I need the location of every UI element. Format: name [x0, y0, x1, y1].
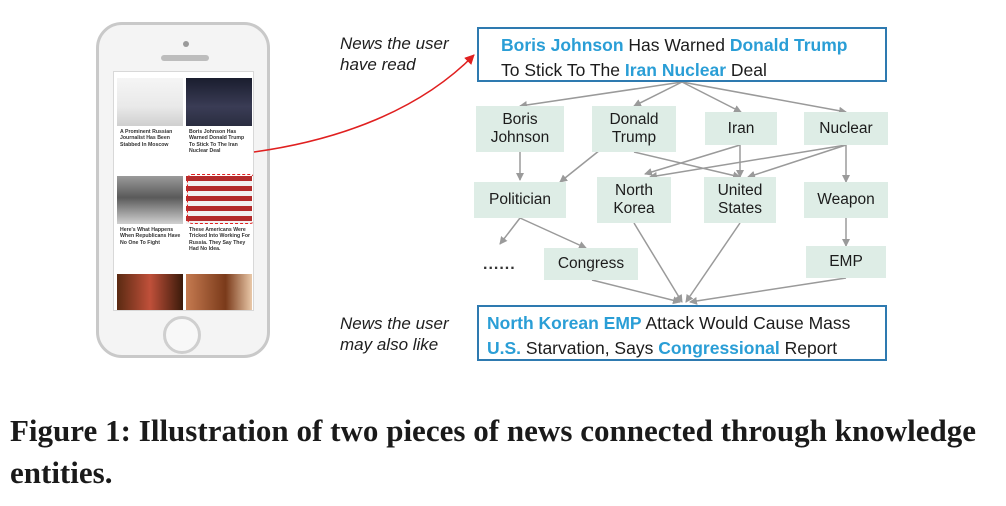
home-button[interactable]	[163, 316, 201, 354]
headline-text: To Stick To The	[501, 60, 625, 80]
edge-emp-result	[689, 277, 847, 305]
news-tile[interactable]: Here's What Happens When Republicans Hav…	[117, 176, 183, 246]
headline-text: Has Warned	[623, 35, 730, 55]
edge-politician-congress	[519, 217, 587, 249]
node-united-states: United States	[704, 177, 776, 223]
phone-screen: A Prominent Russian Journalist Has Been …	[113, 71, 254, 311]
news-tile[interactable]	[186, 274, 252, 310]
edge-nkorea-result	[633, 222, 683, 303]
entity-mention: Congressional	[658, 338, 780, 358]
camera-icon	[183, 41, 189, 47]
node-emp: EMP	[806, 246, 886, 278]
news-tile-caption: Here's What Happens When Republicans Hav…	[120, 227, 181, 246]
edge-iran-nkorea	[644, 144, 741, 176]
entity-mention: U.S.	[487, 338, 522, 358]
news-thumbnail	[186, 78, 252, 126]
news-like-box: North Korean EMP Attack Would Cause Mass…	[477, 305, 887, 361]
edge-trump-politician	[559, 149, 601, 183]
news-thumbnail	[186, 176, 252, 224]
edge-nuclear-nkorea	[649, 144, 847, 180]
edge-trump-us	[633, 151, 741, 180]
node-congress: Congress	[544, 248, 638, 280]
node-boris-johnson: Boris Johnson	[476, 106, 564, 152]
edge-congress-result	[591, 279, 681, 305]
headline-text: Attack Would Cause Mass	[641, 313, 851, 333]
news-tile[interactable]: A Prominent Russian Journalist Has Been …	[117, 78, 183, 148]
entity-mention: Iran Nuclear	[624, 60, 727, 80]
entity-mention: Donald Trump	[729, 35, 848, 55]
edge-nuclear-us	[747, 144, 847, 179]
figure-caption: Figure 1: Illustration of two pieces of …	[10, 413, 976, 490]
edge-headline-nuclear	[681, 81, 847, 115]
label-news-read: News the user have read	[340, 34, 449, 74]
news-tile-caption: These Americans Were Tricked Into Workin…	[189, 227, 251, 253]
knowledge-graph-edges	[253, 54, 850, 305]
news-tile-caption: Boris Johnson Has Warned Donald Trump To…	[189, 129, 245, 155]
news-tile-caption: A Prominent Russian Journalist Has Been …	[120, 129, 173, 148]
headline-text: Deal	[726, 60, 767, 80]
news-tile-read[interactable]: Boris Johnson Has Warned Donald Trump To…	[186, 78, 252, 155]
read-link-arrow	[253, 54, 475, 153]
node-north-korea: North Korea	[597, 177, 671, 223]
edge-headline-trump	[633, 81, 683, 107]
node-politician: Politician	[474, 182, 566, 218]
edge-politician-dots	[499, 217, 521, 245]
news-thumbnail	[117, 176, 183, 224]
read-news-highlight	[187, 174, 253, 224]
speaker-icon	[161, 55, 209, 61]
phone-mockup: A Prominent Russian Journalist Has Been …	[96, 22, 270, 358]
label-news-like: News the user may also like	[340, 314, 449, 354]
headline-text: Starvation, Says	[521, 338, 659, 358]
edge-us-result	[685, 222, 741, 303]
edge-headline-boris	[519, 81, 683, 109]
node-nuclear: Nuclear	[804, 112, 888, 145]
node-weapon: Weapon	[804, 182, 888, 218]
node-ellipsis: ......	[483, 256, 516, 273]
news-thumbnail	[186, 274, 252, 310]
news-tile[interactable]	[117, 274, 183, 310]
edge-headline-iran	[681, 81, 742, 113]
node-iran: Iran	[705, 112, 777, 145]
news-tile[interactable]: These Americans Were Tricked Into Workin…	[186, 176, 252, 253]
news-thumbnail	[117, 78, 183, 126]
headline-text: Report	[779, 338, 838, 358]
node-donald-trump: Donald Trump	[592, 106, 676, 152]
news-thumbnail	[117, 274, 183, 310]
entity-mention: Boris Johnson	[501, 35, 624, 55]
entity-mention: North Korean EMP	[487, 313, 642, 333]
news-read-box: Boris Johnson Has Warned Donald Trump To …	[477, 27, 887, 82]
